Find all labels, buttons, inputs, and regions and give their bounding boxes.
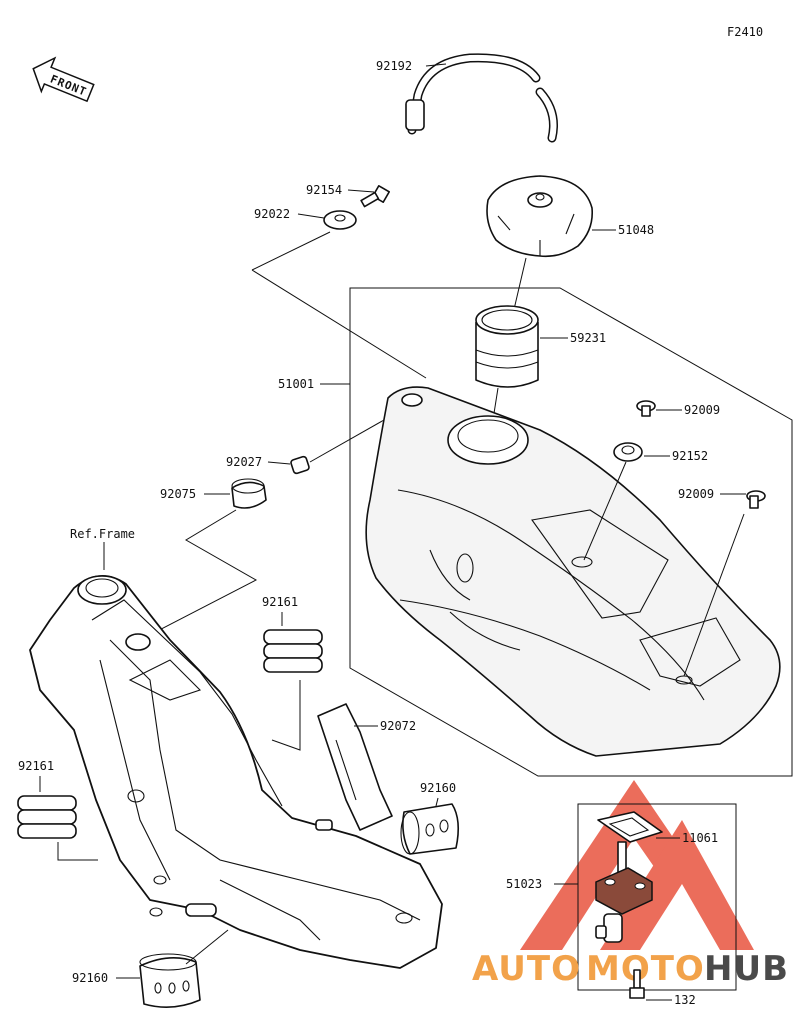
motorcycle-frame (29, 575, 443, 969)
fuel-cap[interactable] (486, 175, 594, 258)
bolt-132[interactable] (629, 969, 645, 999)
collar-92027[interactable] (290, 455, 310, 475)
label-132: 132 (674, 993, 696, 1007)
watermark-text-1: AUTO (472, 949, 581, 989)
label-92009-top: 92009 (684, 403, 720, 417)
label-59231: 59231 (570, 331, 606, 345)
label-92160-right: 92160 (420, 781, 456, 795)
watermark-logo: AUTO MOTO HUB (472, 949, 789, 989)
label-92161-left: 92161 (18, 759, 54, 773)
label-92027: 92027 (226, 455, 262, 469)
watermark-triangle (520, 780, 754, 950)
front-arrow-icon: FRONT (32, 56, 95, 103)
breather-hose[interactable] (405, 53, 558, 143)
grommet-92152[interactable] (613, 442, 643, 462)
strap-92072[interactable] (317, 703, 393, 831)
label-92152: 92152 (672, 449, 708, 463)
label-92009-right: 92009 (678, 487, 714, 501)
label-92022: 92022 (254, 207, 290, 221)
damper-92161-left[interactable] (17, 795, 77, 839)
fuel-tank[interactable] (365, 386, 781, 757)
filler-neck[interactable] (475, 305, 539, 388)
label-92072: 92072 (380, 719, 416, 733)
damper-92160-bottom[interactable] (139, 953, 201, 1008)
watermark-text-3: HUB (704, 949, 789, 989)
diagram-code: F2410 (727, 25, 763, 39)
label-51048: 51048 (618, 223, 654, 237)
fuel-valve[interactable] (595, 841, 653, 943)
ref-frame-label: Ref.Frame (70, 527, 135, 541)
damper-92161-middle[interactable] (263, 629, 323, 673)
damper-92075[interactable] (231, 478, 267, 509)
label-92161-middle: 92161 (262, 595, 298, 609)
label-11061: 11061 (682, 831, 718, 845)
washer-92022[interactable] (323, 210, 357, 230)
label-51023: 51023 (506, 877, 542, 891)
label-51001: 51001 (278, 377, 314, 391)
watermark-text-2: MOTO (586, 949, 705, 989)
damper-92160-right[interactable] (400, 803, 460, 855)
gasket-11061[interactable] (597, 811, 663, 843)
label-92075: 92075 (160, 487, 196, 501)
bolt-92154[interactable] (360, 185, 390, 208)
label-92160-bottom: 92160 (72, 971, 108, 985)
label-92192: 92192 (376, 59, 412, 73)
label-92154: 92154 (306, 183, 342, 197)
screw-92009-top[interactable] (636, 400, 656, 417)
screw-92009-right[interactable] (746, 490, 766, 509)
